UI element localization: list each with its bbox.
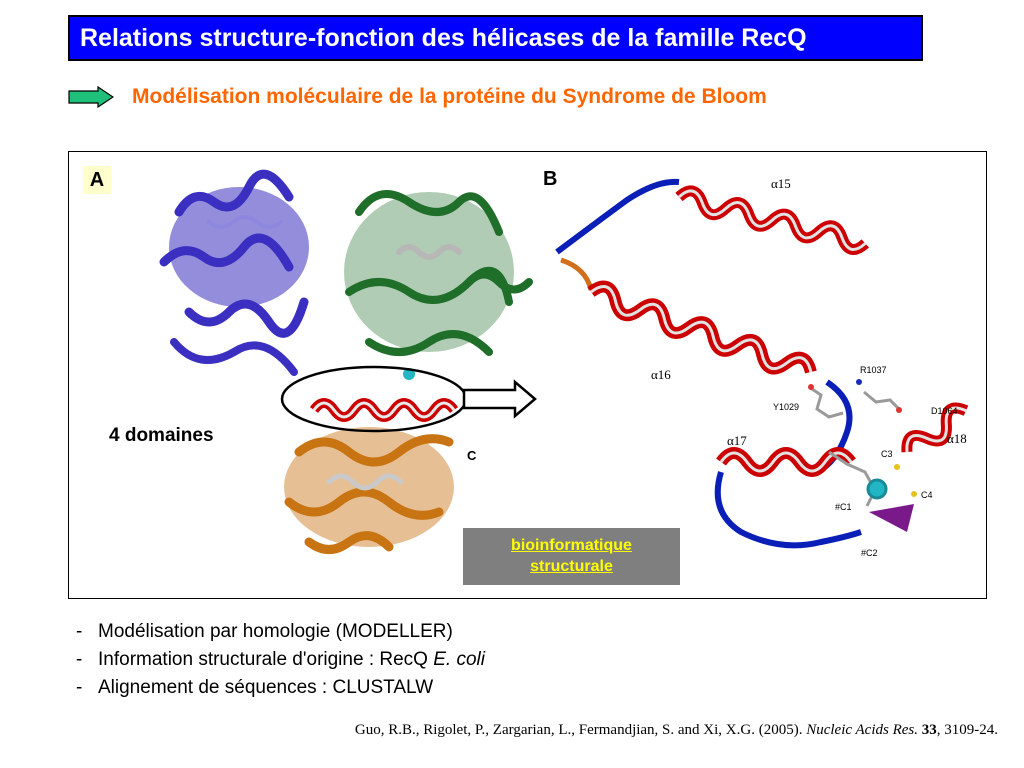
slide-title: Relations structure-fonction des hélicas… (68, 15, 923, 61)
bullet-item: - Alignement de séquences : CLUSTALW (76, 674, 485, 702)
citation: Guo, R.B., Rigolet, P., Zargarian, L., F… (355, 722, 998, 739)
panel-label-b: B (543, 168, 558, 190)
residue-label-d1064: D1064 (931, 406, 958, 416)
domain-green-ribbon (344, 190, 533, 356)
badge-line-1: bioinformatique (511, 537, 632, 554)
protein-structure-figure: C (159, 169, 969, 558)
helix-a15-ribbon (555, 178, 869, 255)
subtitle-row: Modélisation moléculaire de la protéine … (68, 80, 928, 114)
helix-a18-ribbon (869, 402, 969, 532)
panel-label-a: A (83, 166, 111, 194)
residue-label-y1029: Y1029 (773, 402, 799, 412)
helix-a16-ribbon (560, 257, 853, 475)
c-terminus-label: C (467, 448, 477, 463)
helix-label-a15: α15 (771, 176, 791, 191)
citation-journal: Nucleic Acids Res. (806, 722, 918, 738)
residue-label-r1037: R1037 (860, 365, 887, 375)
bullet-text: Alignement de séquences : CLUSTALW (98, 677, 434, 698)
helix-label-a16: α16 (651, 367, 671, 382)
bullet-text: Modélisation par homologie (MODELLER) (98, 621, 453, 642)
bullet-list: - Modélisation par homologie (MODELLER) … (76, 618, 485, 702)
citation-authors: Guo, R.B., Rigolet, P., Zargarian, L., F… (354, 722, 807, 738)
bullet-dash: - (76, 649, 83, 670)
bullet-item: - Modélisation par homologie (MODELLER) (76, 618, 485, 646)
helix-a17-ribbon (714, 447, 862, 549)
slide-subtitle: Modélisation moléculaire de la protéine … (132, 85, 767, 108)
figure-frame: C (68, 151, 987, 599)
right-arrow-icon (68, 86, 114, 108)
helix-label-a18: α18 (947, 431, 967, 446)
residue-label-c2: #C2 (861, 548, 878, 558)
highlight-ellipse (280, 365, 468, 433)
residue-label-c3: C3 (881, 449, 893, 459)
citation-volume: 33 (921, 722, 937, 738)
bullet-item: - Information structurale d'origine : Re… (76, 646, 485, 674)
residue-sticks (808, 379, 917, 507)
bioinformatics-badge: bioinformatique structurale (463, 528, 680, 585)
domain-blue-ribbon (159, 169, 309, 376)
domain-orange-ribbon (284, 427, 454, 554)
bullet-text-italic: E. coli (433, 649, 485, 670)
bullet-text: Information structurale d'origine : RecQ (98, 649, 434, 670)
bullet-dash: - (76, 677, 83, 698)
badge-line-2: structurale (530, 558, 613, 575)
residue-label-c4: C4 (921, 490, 933, 500)
domains-label: 4 domaines (109, 425, 214, 446)
residue-label-c1: #C1 (835, 502, 852, 512)
zoom-arrow (462, 379, 537, 419)
helix-label-a17: α17 (727, 433, 747, 448)
citation-pages: , 3109-24. (936, 722, 998, 738)
bullet-dash: - (76, 621, 83, 642)
